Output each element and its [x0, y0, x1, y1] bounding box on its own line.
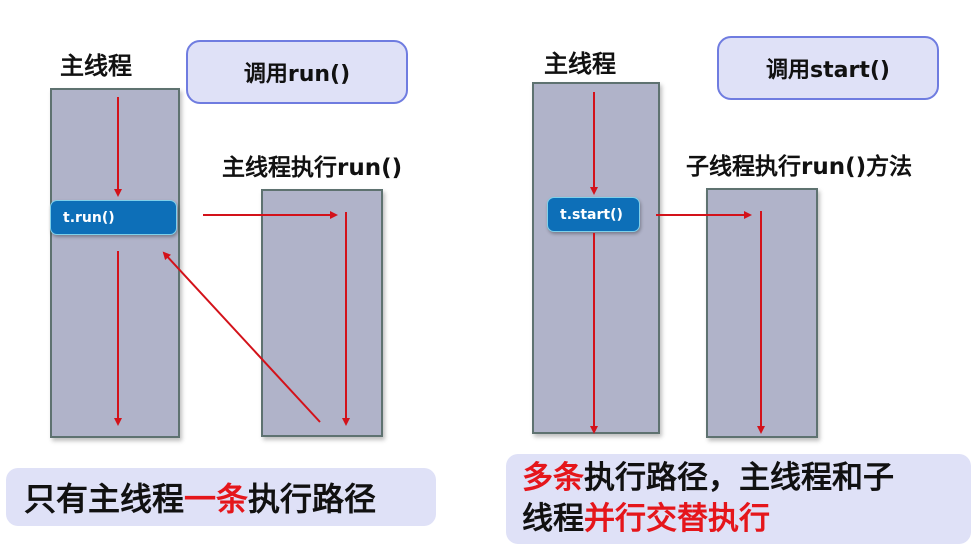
- left-summary-box: 只有主线程一条执行路径: [6, 468, 436, 526]
- left-main-thread-box: [50, 88, 180, 438]
- left-call-box-run: t.run(): [50, 200, 177, 235]
- right-main-thread-box: [532, 82, 660, 434]
- right-second-label: 子线程执行run()方法: [686, 154, 913, 180]
- left-call-box-text: t.run(): [63, 209, 115, 226]
- right-child-thread-box: [706, 188, 818, 438]
- right-callout-call-start: 调用start(): [717, 36, 939, 100]
- right-summary-highlight-2: 并行交替执行: [584, 501, 770, 537]
- right-summary-box: 多条执行路径，主线程和子 线程并行交替执行: [506, 454, 971, 544]
- right-summary-text-2: 线程: [522, 501, 584, 537]
- left-summary-part-3: 执行路径: [248, 480, 377, 518]
- right-call-box-start: t.start(): [547, 197, 640, 232]
- left-second-box: [261, 189, 383, 437]
- right-callout-text: 调用start(): [766, 58, 890, 83]
- right-summary-line-2: 线程并行交替执行: [522, 499, 971, 540]
- left-main-thread-label: 主线程: [60, 52, 132, 80]
- left-summary-part-1: 只有主线程: [24, 480, 185, 518]
- right-summary-highlight-1: 多条: [522, 460, 584, 496]
- right-call-box-text: t.start(): [560, 206, 623, 223]
- left-callout-call-run: 调用run(): [186, 40, 408, 104]
- right-summary-text-1: 执行路径，主线程和子: [584, 460, 894, 496]
- right-summary-line-1: 多条执行路径，主线程和子: [522, 458, 971, 499]
- right-main-thread-label: 主线程: [544, 50, 616, 78]
- left-second-label: 主线程执行run(): [222, 155, 403, 181]
- left-callout-text: 调用run(): [243, 62, 351, 87]
- left-summary-highlight: 一条: [184, 480, 249, 518]
